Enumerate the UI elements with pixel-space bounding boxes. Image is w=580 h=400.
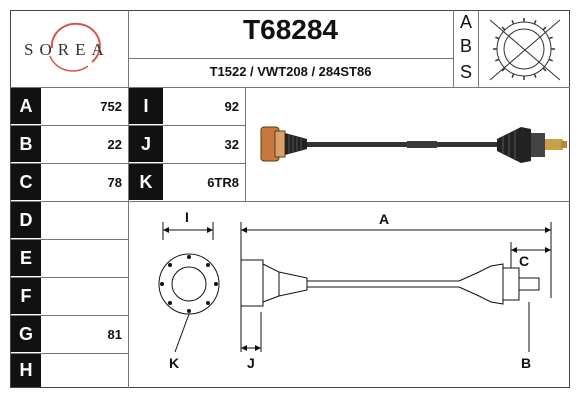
brand-name: SOREA bbox=[24, 40, 110, 59]
divider bbox=[10, 239, 128, 240]
spec-value-j: 32 bbox=[224, 136, 239, 152]
abs-letter-s: S bbox=[459, 62, 472, 82]
spec-value-h bbox=[41, 353, 128, 388]
divider bbox=[10, 201, 128, 202]
spec-label-k: K bbox=[129, 164, 163, 200]
spec-value-g: 81 bbox=[107, 326, 122, 342]
spec-value-b: 22 bbox=[107, 136, 122, 152]
part-number: T68284 bbox=[243, 14, 338, 45]
divider bbox=[10, 125, 128, 126]
dim-label-c: C bbox=[519, 253, 529, 269]
divider bbox=[128, 125, 245, 126]
divider bbox=[245, 87, 246, 201]
spec-value-f bbox=[41, 277, 128, 315]
dim-label-k: K bbox=[169, 355, 179, 371]
spec-label-a: A bbox=[11, 88, 41, 124]
spec-label-h: H bbox=[11, 354, 41, 387]
spec-value-k: 6TR8 bbox=[207, 174, 239, 190]
divider bbox=[128, 201, 570, 202]
spec-label-j: J bbox=[129, 126, 163, 162]
dimension-diagram: I A C K J B bbox=[158, 209, 552, 371]
divider bbox=[128, 10, 129, 87]
dim-label-a: A bbox=[379, 211, 389, 227]
brand-logo: SOREA bbox=[12, 12, 126, 86]
spec-label-c: C bbox=[11, 164, 41, 200]
dim-label-i: I bbox=[185, 209, 189, 225]
divider bbox=[10, 87, 570, 88]
spec-label-e: E bbox=[11, 240, 41, 276]
abs-ring-crossed-icon bbox=[489, 18, 561, 81]
drive-shaft-photo bbox=[260, 126, 567, 163]
spec-value-i: 92 bbox=[224, 98, 239, 114]
dim-label-j: J bbox=[247, 355, 255, 371]
spec-value-a: 752 bbox=[100, 98, 122, 114]
abs-letter-b: B bbox=[459, 36, 472, 56]
divider bbox=[10, 315, 128, 316]
divider bbox=[128, 87, 129, 388]
spec-label-d: D bbox=[11, 202, 41, 238]
divider bbox=[10, 277, 128, 278]
spec-label-g: G bbox=[11, 316, 41, 352]
divider bbox=[453, 10, 454, 87]
logo-swoosh-icon bbox=[49, 22, 101, 72]
spec-value-c: 78 bbox=[107, 174, 122, 190]
spec-value-e bbox=[41, 239, 128, 277]
abs-letter-a: A bbox=[459, 12, 472, 32]
divider bbox=[10, 353, 128, 354]
divider bbox=[128, 58, 453, 59]
spec-label-f: F bbox=[11, 278, 41, 314]
spec-value-d bbox=[41, 201, 128, 239]
outer-frame bbox=[10, 10, 570, 388]
divider bbox=[128, 163, 245, 164]
dim-label-b: B bbox=[521, 355, 531, 371]
cross-references: T1522 / VWT208 / 284ST86 bbox=[209, 64, 372, 79]
divider bbox=[10, 163, 128, 164]
divider bbox=[478, 10, 479, 87]
spec-label-b: B bbox=[11, 126, 41, 162]
spec-label-i: I bbox=[129, 88, 163, 124]
